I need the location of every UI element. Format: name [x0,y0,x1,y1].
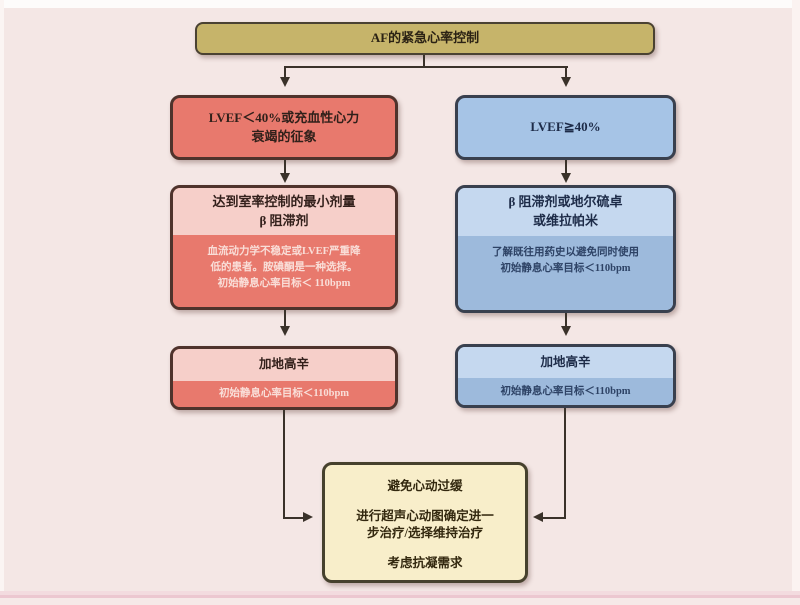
outcome-line1: 避免心动过缓 [387,479,463,493]
arrowhead-to-right-condition [561,77,571,87]
connector-right-1 [565,160,567,175]
connector-left-2 [284,310,286,328]
node-root-label: AF的紧急心率控制 [370,30,480,46]
left-condition-line1: LVEF＜40%或充血性心力 [208,109,360,125]
left-treatment-note-line3: 初始静息心率目标＜ 110bpm [217,277,351,289]
left-addon-header: 加地高辛 [173,349,395,381]
right-edge-strip [792,0,800,605]
connector-root-stem [423,55,425,67]
node-right-addon: 加地高辛 初始静息心率目标＜110bpm [455,344,676,408]
arrowhead-left-1 [280,173,290,183]
outcome-line3: 步治疗/选择维持治疗 [367,526,483,540]
connector-split-right-drop [565,66,567,78]
connector-left-tail-horizontal [283,517,303,519]
node-outcome: 避免心动过缓 进行超声心动图确定进一 步治疗/选择维持治疗 考虑抗凝需求 [322,462,528,583]
bottom-band [0,591,800,596]
right-treatment-header-line2: 或维拉帕米 [532,213,598,228]
right-addon-note-label: 初始静息心率目标＜110bpm [500,385,631,397]
arrowhead-right-1 [561,173,571,183]
left-treatment-header-line1: 达到室率控制的最小剂量 [212,193,356,209]
right-condition-label: LVEF≧40% [530,119,601,135]
arrowhead-into-outcome-right [533,512,543,522]
connector-right-2 [565,313,567,328]
arrowhead-into-outcome-left [303,512,313,522]
left-treatment-header: 达到室率控制的最小剂量 β 阻滞剂 [173,188,395,235]
node-left-condition: LVEF＜40%或充血性心力 衰竭的征象 [170,95,398,160]
right-addon-header: 加地高辛 [458,347,673,378]
left-addon-note: 初始静息心率目标＜110bpm [173,381,395,407]
bottom-divider-line [0,595,800,598]
right-treatment-note-line1: 了解既往用药史以避免同时使用 [492,247,639,258]
connector-right-tail-vertical [564,408,566,519]
arrowhead-left-2 [280,326,290,336]
right-treatment-header: β 阻滞剂或地尔硫卓 或维拉帕米 [458,188,673,236]
bottom-margin [0,598,800,605]
connector-right-tail-horizontal [543,517,565,519]
connector-split-horizontal [284,66,568,68]
left-addon-header-label: 加地高辛 [258,357,309,372]
outcome-line4: 考虑抗凝需求 [387,555,463,570]
right-addon-note: 初始静息心率目标＜110bpm [458,378,673,405]
right-addon-header-label: 加地高辛 [540,354,591,369]
node-right-condition: LVEF≧40% [455,95,676,160]
right-treatment-header-line1: β 阻滞剂或地尔硫卓 [508,194,623,210]
left-treatment-header-line2: β 阻滞剂 [259,212,309,228]
node-root: AF的紧急心率控制 [195,22,655,55]
left-treatment-note: 血流动力学不稳定或LVEF严重降 低的患者。胺碘酮是一种选择。 初始静息心率目标… [173,235,395,307]
connector-split-left-drop [284,66,286,78]
arrowhead-right-2 [561,326,571,336]
left-treatment-note-line1: 血流动力学不稳定或LVEF严重降 [207,246,361,257]
left-condition-line2: 衰竭的征象 [251,128,317,144]
left-addon-note-label: 初始静息心率目标＜110bpm [218,388,350,400]
node-left-addon: 加地高辛 初始静息心率目标＜110bpm [170,346,398,410]
right-treatment-note: 了解既往用药史以避免同时使用 初始静息心率目标＜110bpm [458,236,673,310]
top-edge-strip [0,0,800,8]
left-treatment-note-line2: 低的患者。胺碘酮是一种选择。 [210,261,358,273]
connector-left-tail-vertical [283,410,285,519]
arrowhead-to-left-condition [280,77,290,87]
right-treatment-note-line2: 初始静息心率目标＜110bpm [500,262,631,274]
node-left-treatment: 达到室率控制的最小剂量 β 阻滞剂 血流动力学不稳定或LVEF严重降 低的患者。… [170,185,398,310]
outcome-line2: 进行超声心动图确定进一 [356,508,494,523]
node-right-treatment: β 阻滞剂或地尔硫卓 或维拉帕米 了解既往用药史以避免同时使用 初始静息心率目标… [455,185,676,313]
left-edge-strip [0,0,4,605]
connector-left-1 [284,160,286,175]
